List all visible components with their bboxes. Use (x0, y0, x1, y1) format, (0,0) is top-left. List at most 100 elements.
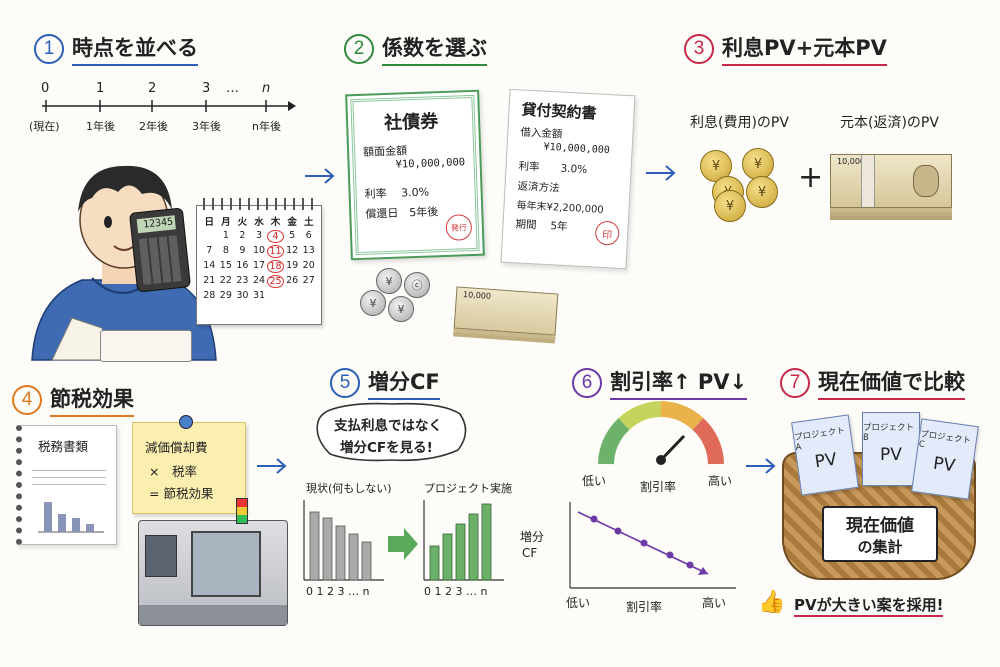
loan-line4: 返済方法 (517, 180, 560, 195)
calendar-header-cell: 水 (254, 217, 264, 228)
gold-coin-4: ¥ (746, 176, 778, 208)
calendar-header-cell: 日 (204, 217, 215, 228)
timeline-ellipsis: … (226, 81, 239, 96)
incremental-side-label-2: CF (522, 546, 538, 560)
loan-line5: 毎年末¥2,200,000 (516, 200, 604, 216)
calendar-day-cell: 27 (302, 275, 315, 286)
banknote-band (861, 155, 875, 207)
calculator: 12345 (128, 207, 192, 293)
principal-pv-label: 元本(返済)のPV (840, 115, 939, 131)
calendar-day-cell: 16 (236, 260, 249, 271)
silver-coin-3: ¥ (360, 290, 386, 316)
step2-title: 係数を選ぶ (382, 32, 487, 66)
step3-number: 3 (684, 34, 714, 64)
bond-line2: ¥10,000,000 (395, 156, 466, 171)
calendar-day-cell: 26 (286, 275, 299, 286)
chart-high-label: 高い (702, 596, 727, 610)
tax-doc-title: 税務書類 (38, 439, 89, 454)
calendar-day-cell: 18 (267, 260, 284, 273)
calendar-day-cell (201, 230, 218, 243)
pv-point-4 (666, 551, 674, 559)
step6-title: 割引率↑ PV↓ (610, 366, 748, 400)
plus-sign: + (798, 160, 824, 195)
calendar-day-cell: 1 (222, 230, 229, 241)
timeline-tick-3: 3 (202, 81, 211, 96)
step3-header: 3 利息PV+元本PV (684, 32, 887, 66)
loan-contract: 貸付契約書 借入金額 ¥10,000,000 利率 3.0% 返済方法 毎年末¥… (500, 88, 636, 270)
calendar-header-cell: 土 (303, 217, 314, 228)
bond-seal: 発行 (445, 214, 473, 241)
chart-xlabel: 割引率 (626, 600, 663, 614)
timeline (42, 100, 296, 112)
step1-number: 1 (34, 34, 64, 64)
calendar-day-cell (267, 290, 284, 301)
step6-number: 6 (572, 368, 602, 398)
status-quo-label: 現状(何もしない) (306, 482, 392, 495)
loan-line3: 利率 3.0% (518, 160, 588, 176)
left-chart-axis: 0 1 2 3 … n (306, 585, 370, 598)
step3-title: 利息PV+元本PV (722, 32, 887, 66)
timeline-tick-2: 2 (148, 81, 157, 96)
calendar-header-cell: 月 (221, 217, 231, 228)
calendar-day-cell: 21 (203, 275, 216, 286)
basket-label-line2: の集計 (857, 538, 903, 556)
calendar-day-cell: 5 (289, 230, 296, 241)
machine-base (139, 605, 287, 625)
project-card-b-value: PV (880, 445, 902, 465)
calendar-day-cell: 3 (255, 230, 263, 241)
calendar-day-cell: 22 (219, 275, 232, 286)
calendar-day-cell: 12 (286, 245, 299, 256)
thumbs-up-icon: 👍 (758, 590, 786, 615)
sticky-line1: 減価償却費 (145, 440, 208, 455)
project-card-c: プロジェクトC PV (911, 418, 979, 500)
bond-certificate: 社債券 額面金額 ¥10,000,000 利率 3.0% 償還日 5年後 発行 (345, 89, 485, 261)
calendar-day-cell: 24 (252, 275, 266, 286)
arrow-step4-to-step5 (257, 458, 287, 474)
calendar-day-cell (300, 290, 317, 301)
bond-line3: 利率 3.0% (364, 185, 430, 201)
project-card-a-title: プロジェクトA (793, 426, 846, 453)
step2-banknote-stack: 10,000 (453, 286, 559, 336)
step4-number: 4 (12, 385, 42, 415)
gauge-mid-label: 割引率 (640, 480, 677, 494)
step7-title: 現在価値で比較 (818, 366, 965, 400)
calculator-display: 12345 (136, 215, 176, 234)
notebook (100, 330, 192, 362)
gauge-high-label: 高い (708, 474, 733, 488)
step4-header: 4 節税効果 (12, 383, 134, 417)
pv-vs-rate-chart (569, 502, 736, 589)
calendar-day-cell: 28 (203, 290, 216, 301)
signal-tower (236, 498, 248, 524)
step7-header: 7 現在価値で比較 (780, 366, 965, 400)
bond-title: 社債券 (383, 111, 439, 135)
calendar-day-cell: 15 (219, 260, 232, 271)
incremental-cf-charts (303, 500, 504, 581)
machine-window (191, 531, 261, 597)
push-pin (179, 415, 193, 429)
gauge-low-label: 低い (582, 474, 607, 488)
basket-label: 現在価値 の集計 (822, 506, 938, 562)
project-card-b-title: プロジェクトB (863, 423, 915, 443)
calendar-day-cell: 9 (239, 245, 246, 256)
discount-rate-gauge (598, 401, 724, 465)
gold-coin-2: ¥ (742, 148, 774, 180)
project-label: プロジェクト実施 (424, 482, 512, 495)
loan-title: 貸付契約書 (521, 100, 597, 123)
conclusion-text: PVが大きい案を採用! (794, 594, 944, 617)
project-card-c-value: PV (931, 453, 957, 477)
calendar-day-cell: 2 (239, 230, 246, 241)
step7-number: 7 (780, 368, 810, 398)
calendar-day-cell: 30 (236, 290, 249, 301)
incremental-side-label-1: 増分 (520, 530, 545, 544)
calendar-day-cell: 25 (267, 275, 284, 288)
calendar-day-cell: 8 (222, 245, 229, 256)
loan-line6: 期間 5年 (515, 218, 568, 234)
silver-coin-1: ¥ (376, 268, 402, 294)
speech-bubble-shape (316, 402, 467, 462)
calendar-day-cell: 31 (252, 290, 266, 301)
calendar-header-cell: 木 (270, 217, 281, 228)
chart-low-label: 低い (566, 596, 591, 610)
project-card-a-value: PV (813, 449, 839, 473)
timeline-label-0: (現在) (29, 120, 60, 133)
calendar-day-cell: 13 (302, 245, 315, 256)
